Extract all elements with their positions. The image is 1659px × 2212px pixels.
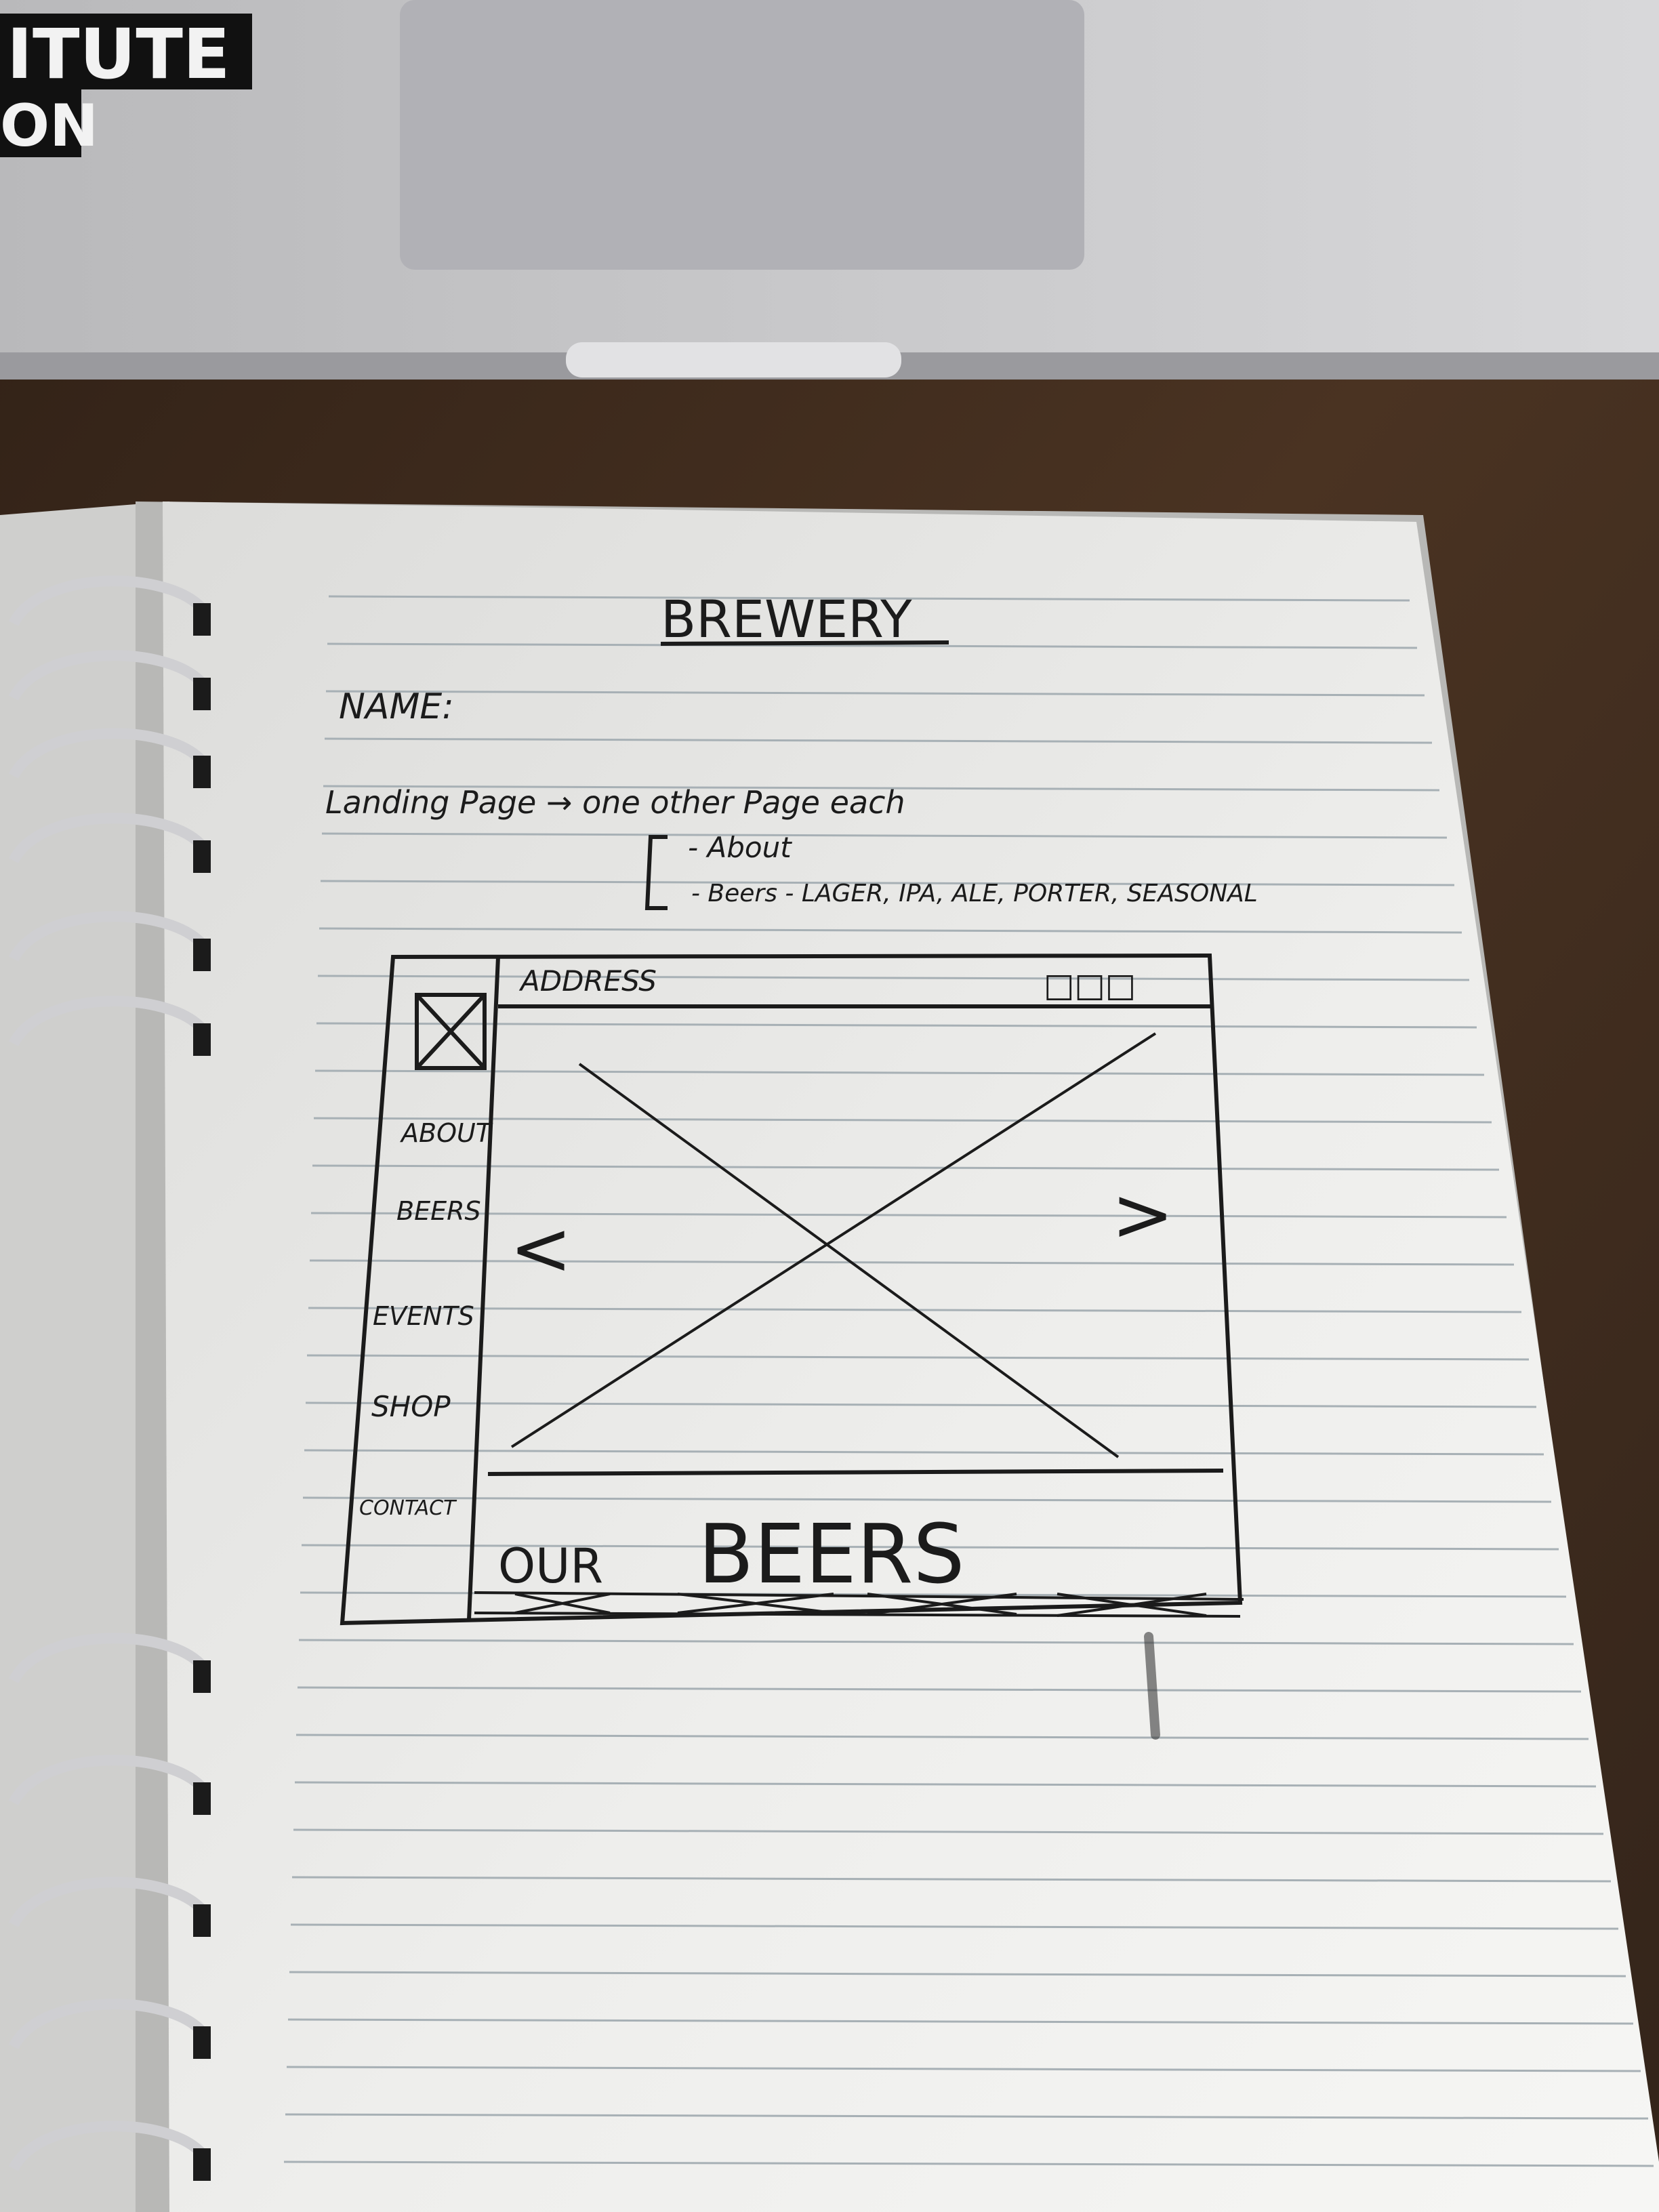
nav-item-beers: BEERS	[396, 1196, 481, 1226]
ruled-line	[289, 1971, 1626, 1978]
ink-smudge	[1144, 1632, 1160, 1740]
spiral-coil	[8, 1633, 208, 1684]
ruled-line	[313, 1117, 1492, 1124]
binding-hole	[193, 1782, 211, 1815]
wireframe-frame	[340, 953, 1243, 1626]
laptop-notch	[566, 342, 901, 377]
spiral-coil	[8, 575, 208, 627]
spiral-coil	[8, 1999, 208, 2050]
logo-placeholder	[415, 993, 487, 1070]
ruled-line	[316, 1022, 1477, 1029]
spiral-coil	[8, 728, 208, 779]
binding-hole	[193, 1904, 211, 1937]
binding-hole	[193, 939, 211, 971]
spiral-coil	[8, 2121, 208, 2172]
spiral-coil	[8, 996, 208, 1047]
laptop-sticker: ITUTE ON	[0, 14, 252, 160]
spiral-coil	[8, 650, 208, 701]
nav-item-events: EVENTS	[373, 1301, 474, 1331]
ruled-line	[320, 880, 1455, 886]
section-heading-our: OUR	[498, 1538, 603, 1594]
nav-item-contact: CONTACT	[359, 1496, 457, 1520]
spiral-coil	[8, 813, 208, 864]
sticker-text-2: ON	[0, 92, 98, 160]
binding-hole	[193, 603, 211, 636]
binding-hole	[193, 756, 211, 788]
sticker-text-1: ITUTE	[7, 14, 230, 95]
ruled-line	[290, 1923, 1619, 1930]
beer-thumbnails-placeholder	[514, 1593, 1207, 1617]
ruled-line	[306, 1354, 1530, 1361]
ruled-lines	[283, 595, 1654, 2167]
ruled-line	[328, 595, 1410, 602]
binding-hole	[193, 2026, 211, 2059]
ruled-line	[286, 2066, 1641, 2072]
nav-item-shop: SHOP	[371, 1390, 451, 1423]
spiral-coil	[8, 911, 208, 962]
hero-image-placeholder	[578, 1063, 1120, 1458]
ruled-line	[293, 1828, 1604, 1835]
ruled-line	[295, 1734, 1589, 1740]
bracket	[644, 835, 668, 910]
ruled-line	[283, 2160, 1654, 2167]
window-controls: □□□	[1044, 966, 1136, 1004]
spiral-coil	[8, 1755, 208, 1806]
landing-note: Landing Page → one other Page each	[325, 784, 905, 821]
ruled-line	[327, 642, 1418, 649]
spiral-coil	[8, 1877, 208, 1928]
sub-item-beers: - Beers - LAGER, IPA, ALE, PORTER, SEASO…	[691, 880, 1258, 907]
address-bar: ADDRESS	[518, 964, 657, 998]
ruled-line	[287, 2018, 1634, 2025]
laptop: ITUTE ON	[0, 0, 1659, 380]
carousel-next-arrow: >	[1111, 1171, 1174, 1258]
trackpad	[400, 0, 1084, 270]
wireframe	[340, 953, 1244, 1626]
sketch: BREWERY NAME: Landing Page → one other P…	[325, 589, 1258, 1740]
ruled-line	[301, 1544, 1559, 1551]
ruled-line	[294, 1781, 1597, 1788]
nav-item-about: ABOUT	[399, 1118, 493, 1148]
ruled-line	[324, 737, 1433, 744]
binding-hole	[193, 1660, 211, 1693]
ruled-line	[325, 690, 1425, 697]
spiral-binding	[8, 575, 211, 2181]
carousel-prev-arrow: <	[510, 1205, 572, 1292]
ruled-line	[309, 1259, 1515, 1266]
name-label: NAME:	[339, 687, 454, 727]
sketch-title: BREWERY	[661, 589, 912, 649]
ruled-line	[304, 1449, 1544, 1456]
ruled-line	[321, 832, 1448, 839]
ruled-line	[319, 927, 1462, 934]
binding-hole	[193, 678, 211, 710]
section-heading-beers: BEERS	[698, 1508, 965, 1602]
ruled-line	[285, 2113, 1649, 2120]
sub-item-about: - About	[688, 831, 792, 864]
ruled-line	[323, 785, 1440, 792]
ruled-line	[317, 975, 1470, 981]
ruled-line	[297, 1686, 1582, 1693]
ruled-line	[291, 1876, 1612, 1883]
ruled-line	[310, 1212, 1507, 1218]
ruled-line	[312, 1164, 1500, 1171]
ruled-line	[305, 1401, 1537, 1408]
binding-hole	[193, 840, 211, 873]
ruled-line	[298, 1639, 1574, 1645]
ruled-line	[302, 1496, 1552, 1503]
binding-hole	[193, 1023, 211, 1056]
binding-hole	[193, 2148, 211, 2181]
ruled-line	[314, 1069, 1485, 1076]
